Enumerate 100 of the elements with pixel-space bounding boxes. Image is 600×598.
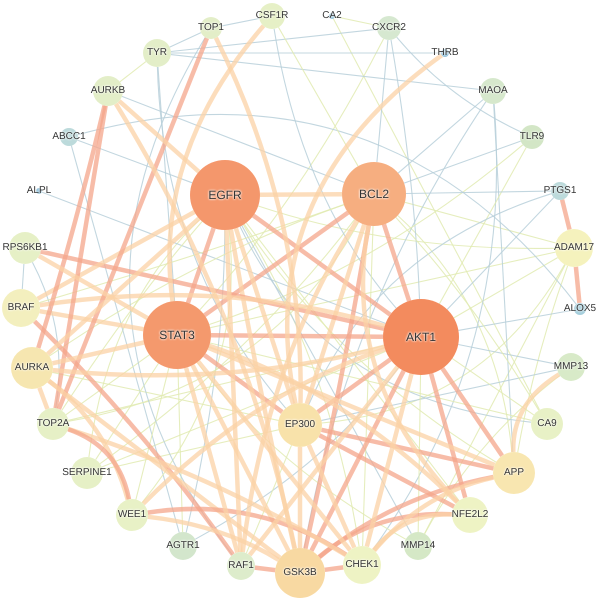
gene-label: TLR9	[520, 132, 544, 142]
interaction-line	[318, 433, 456, 509]
protein-node	[190, 160, 260, 230]
gene-label: AGTR1	[166, 541, 200, 551]
interaction-line	[169, 32, 202, 48]
interaction-line	[190, 364, 290, 552]
interaction-line	[574, 266, 582, 304]
gene-label: EGFR	[208, 189, 242, 201]
interaction-line	[40, 293, 386, 328]
gene-label: ALPL	[26, 186, 52, 196]
interaction-line	[135, 368, 170, 500]
interaction-line	[306, 444, 356, 549]
interaction-line	[177, 368, 184, 532]
interaction-line	[120, 61, 146, 82]
interaction-line	[304, 224, 366, 405]
interaction-line	[214, 36, 303, 403]
interaction-line	[360, 225, 460, 504]
protein-node	[278, 403, 322, 447]
interaction-line	[36, 210, 196, 301]
interaction-line	[285, 54, 444, 404]
gene-label: GSK3B	[283, 568, 317, 578]
interaction-line	[390, 40, 420, 300]
protein-node	[227, 552, 255, 580]
interaction-line	[332, 18, 540, 410]
gene-label: MMP14	[400, 541, 436, 551]
interaction-line	[148, 514, 280, 562]
interaction-line	[404, 140, 521, 184]
interaction-line	[40, 249, 384, 331]
gene-label: APP	[504, 468, 524, 478]
gene-label: RAF1	[228, 561, 254, 571]
interaction-line	[22, 264, 24, 290]
gene-label: BRAF	[8, 303, 34, 313]
protein-node	[342, 162, 406, 226]
interaction-line	[52, 340, 144, 366]
gene-label: AURKA	[14, 363, 50, 373]
interaction-line	[234, 228, 296, 405]
interaction-line	[298, 447, 302, 548]
interaction-line	[118, 99, 200, 174]
interaction-line	[560, 199, 572, 230]
interaction-line	[42, 192, 386, 324]
gene-label: BCL2	[358, 188, 390, 200]
gene-label: THRB	[431, 48, 459, 58]
interaction-line	[39, 204, 344, 304]
interaction-line	[37, 386, 50, 410]
interaction-line	[196, 360, 352, 552]
protein-node	[452, 497, 488, 533]
gene-label: RPS6KB1	[2, 243, 48, 253]
protein-node	[531, 408, 563, 440]
interaction-line	[322, 264, 566, 424]
gene-label: STAT3	[159, 329, 195, 341]
interaction-line	[428, 373, 468, 498]
interaction-line	[278, 27, 359, 166]
interaction-line	[67, 427, 132, 500]
interaction-line	[208, 346, 496, 468]
interaction-line	[395, 217, 540, 411]
gene-label: CA9	[537, 419, 557, 429]
interaction-line	[372, 512, 452, 552]
interaction-line	[199, 38, 384, 310]
protein-node	[275, 548, 325, 598]
gene-label: NFE2L2	[452, 510, 488, 520]
interaction-line	[321, 428, 494, 471]
gene-label: CSF1R	[256, 11, 288, 21]
interaction-line	[260, 192, 342, 198]
gene-label: ABCC1	[52, 132, 86, 142]
gene-label: MMP13	[554, 362, 588, 372]
interaction-line	[316, 358, 392, 414]
interaction-line	[95, 363, 159, 460]
gene-label: MAOA	[478, 86, 508, 96]
interaction-line	[454, 257, 558, 318]
interaction-line	[252, 214, 392, 317]
interaction-line	[240, 226, 532, 423]
interaction-line	[274, 28, 397, 309]
gene-label: CHEK1	[345, 560, 379, 570]
interaction-line	[224, 230, 243, 552]
interaction-line	[382, 224, 412, 302]
interaction-line	[398, 99, 484, 174]
interaction-line	[364, 373, 414, 548]
interaction-line	[209, 144, 524, 326]
gene-label: TOP1	[198, 23, 224, 33]
interaction-line	[248, 366, 400, 556]
interaction-line	[517, 266, 568, 452]
interaction-line	[66, 354, 150, 416]
protein-node	[493, 452, 535, 494]
interaction-line	[39, 308, 144, 332]
protein-node	[555, 229, 593, 267]
interaction-line	[446, 197, 554, 310]
protein-node	[116, 499, 148, 531]
interaction-line	[52, 344, 385, 378]
gene-label: TOP2A	[36, 419, 70, 429]
interaction-line	[46, 216, 200, 356]
interaction-line	[142, 346, 386, 506]
interaction-line	[308, 193, 552, 406]
gene-label: PTGS1	[544, 186, 576, 196]
interaction-line	[203, 210, 350, 318]
protein-node	[520, 125, 544, 149]
protein-node	[2, 289, 40, 327]
interaction-line	[309, 370, 406, 552]
interaction-line	[122, 96, 344, 183]
interaction-line	[258, 205, 555, 249]
interaction-line	[244, 224, 496, 463]
